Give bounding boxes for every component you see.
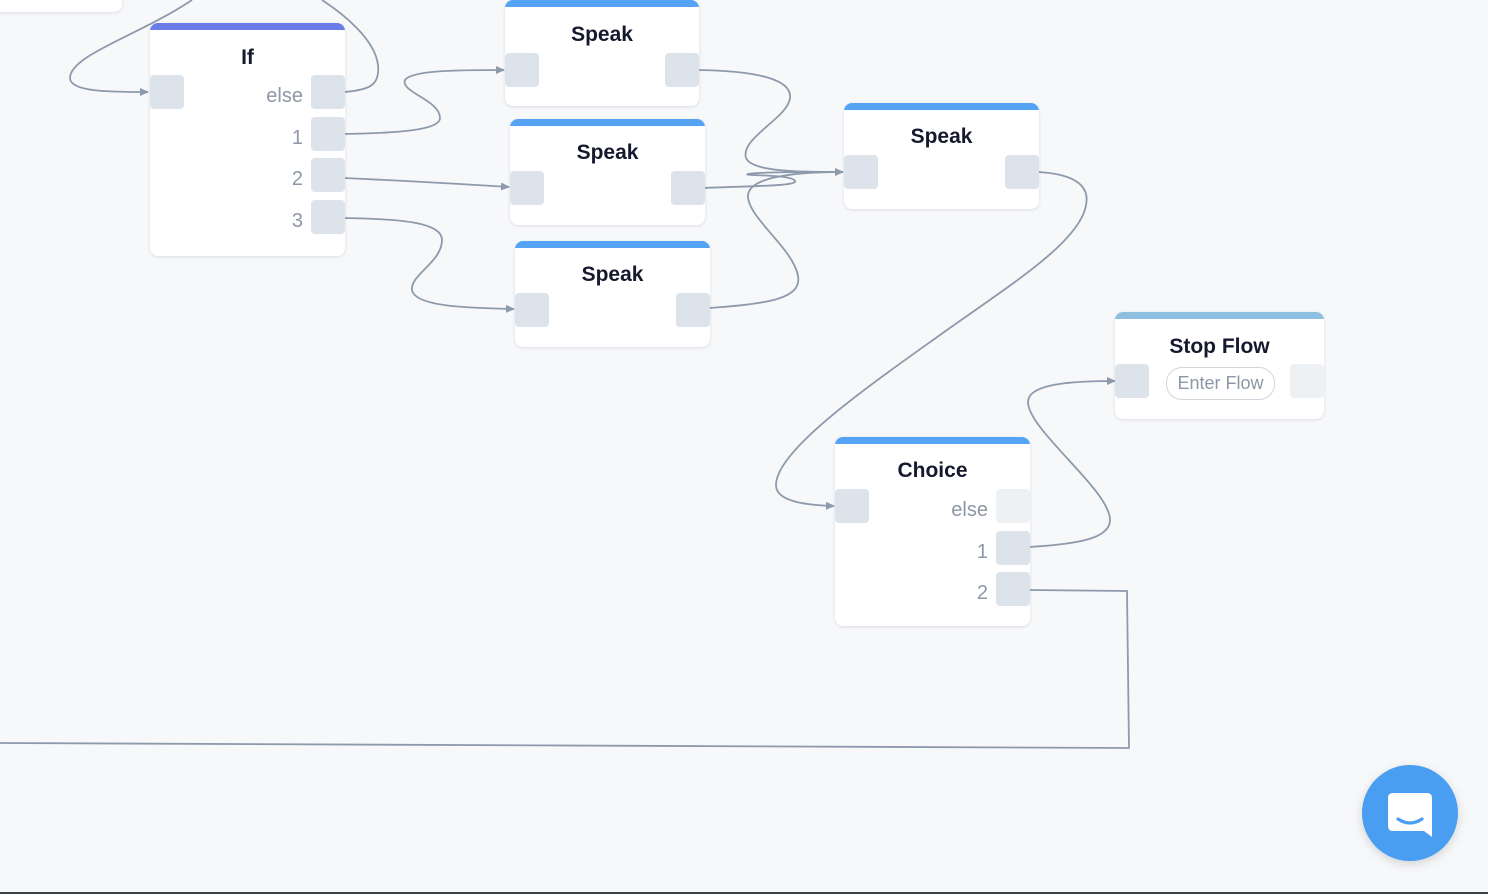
window-bottom-border — [0, 892, 1488, 894]
if-output-label-2: 2 — [291, 168, 303, 190]
speak-block-4-output-port[interactable] — [1005, 155, 1039, 189]
speak-block-4-accent-bar — [844, 103, 1039, 110]
if-output-port-1[interactable] — [311, 117, 345, 151]
stop-flow-block[interactable]: Stop Flow Enter Flow — [1115, 312, 1324, 419]
if-output-port-2[interactable] — [311, 158, 345, 192]
if-output-label-3: 3 — [291, 210, 303, 232]
choice-output-port-2[interactable] — [996, 572, 1030, 606]
if-output-label-else: else — [266, 85, 303, 107]
if-output-port-else[interactable] — [311, 75, 345, 109]
chat-bubble-icon — [1388, 793, 1432, 837]
choice-output-port-else[interactable] — [996, 489, 1030, 523]
speak-block-3-title: Speak — [581, 263, 644, 286]
offscreen-block[interactable] — [0, 0, 122, 12]
speak-block-4-title: Speak — [910, 125, 973, 148]
speak-block-4-input-port[interactable] — [844, 155, 878, 189]
speak-block-3-accent-bar — [515, 241, 710, 248]
stop-flow-accent-bar — [1115, 312, 1324, 319]
choice-block[interactable]: Choice else 1 2 — [835, 437, 1030, 626]
choice-block-title: Choice — [897, 459, 968, 482]
speak-block-2-title: Speak — [576, 141, 639, 164]
wire-if-2-to-speak-2 — [343, 177, 510, 191]
choice-input-port[interactable] — [835, 489, 869, 523]
stop-flow-output-port — [1290, 364, 1324, 398]
choice-output-label-1: 1 — [976, 541, 988, 563]
wire-speak-3-to-speak-4 — [708, 171, 844, 309]
if-input-port[interactable] — [150, 75, 184, 109]
speak-block-1-output-port[interactable] — [665, 53, 699, 87]
choice-block-accent-bar — [835, 437, 1030, 444]
speak-block-2-input-port[interactable] — [510, 171, 544, 205]
if-output-label-1: 1 — [291, 127, 303, 149]
choice-output-label-2: 2 — [976, 582, 988, 604]
if-output-port-3[interactable] — [311, 200, 345, 234]
stop-flow-input-port[interactable] — [1115, 364, 1149, 398]
if-block[interactable]: If else 1 2 3 — [150, 23, 345, 256]
stop-flow-title: Stop Flow — [1169, 335, 1270, 358]
speak-block-2-output-port[interactable] — [671, 171, 705, 205]
wire-if-3-to-speak-3 — [343, 217, 515, 313]
speak-block-3-input-port[interactable] — [515, 293, 549, 327]
wire-speak-2-to-speak-4 — [703, 171, 844, 189]
wire-choice-1-to-stop-flow — [1027, 377, 1116, 548]
speak-block-1-input-port[interactable] — [505, 53, 539, 87]
speak-block-2-accent-bar — [510, 119, 705, 126]
choice-output-label-else: else — [951, 499, 988, 521]
enter-flow-button[interactable]: Enter Flow — [1166, 367, 1275, 400]
speak-block-1-title: Speak — [571, 23, 633, 46]
speak-block-1-accent-bar — [505, 0, 699, 7]
speak-block-3[interactable]: Speak — [515, 241, 710, 347]
if-block-title: If — [241, 46, 254, 69]
speak-block-1[interactable]: Speak — [505, 0, 699, 106]
if-block-accent-bar — [150, 23, 345, 30]
speak-block-2[interactable]: Speak — [510, 119, 705, 225]
wire-speak-1-to-speak-4 — [697, 69, 844, 176]
speak-block-3-output-port[interactable] — [676, 293, 710, 327]
chat-launcher-button[interactable] — [1362, 765, 1458, 861]
speak-block-4[interactable]: Speak — [844, 103, 1039, 209]
choice-output-port-1[interactable] — [996, 531, 1030, 565]
wire-if-1-to-speak-1 — [343, 66, 505, 135]
